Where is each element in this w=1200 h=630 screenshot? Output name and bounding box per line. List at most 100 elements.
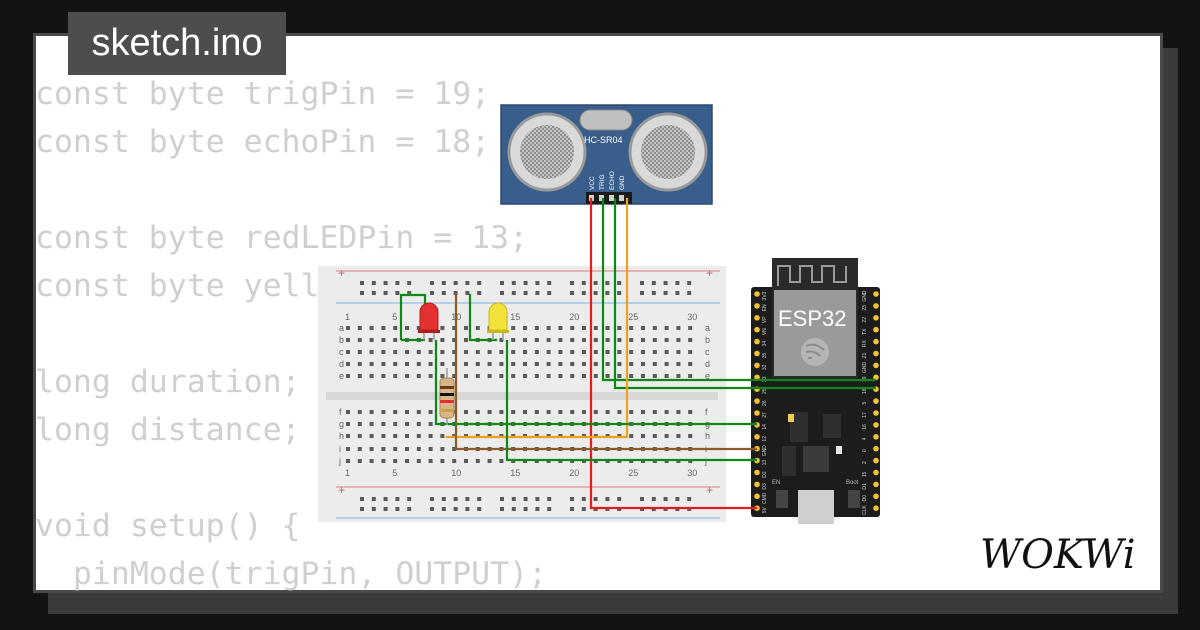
- wire-led-jumper: [468, 294, 497, 342]
- board-pin-label: 5V: [762, 506, 768, 513]
- board-pin[interactable]: [754, 434, 760, 440]
- wire-trig: [601, 198, 876, 382]
- row-letter: h: [339, 431, 344, 441]
- board-pin[interactable]: [873, 338, 879, 345]
- board-pin-label: 32: [762, 364, 768, 370]
- board-pin-label: 15: [862, 472, 868, 478]
- board-pin[interactable]: [754, 303, 760, 309]
- board-pin[interactable]: [754, 481, 760, 488]
- board-pin[interactable]: [873, 350, 879, 357]
- board-pin[interactable]: [754, 469, 760, 476]
- wires: [399, 198, 876, 510]
- board-pin-label: 5: [862, 401, 868, 404]
- board-pin[interactable]: [873, 362, 879, 369]
- board-pin-label: EN: [762, 304, 768, 311]
- board-label: ESP32: [778, 306, 847, 331]
- row-letter: d: [339, 359, 344, 369]
- rail-plus-label: +: [338, 266, 345, 280]
- board-pin-label: 2: [862, 461, 868, 464]
- board-pin-label: 18: [862, 388, 868, 394]
- column-number: 15: [510, 312, 520, 322]
- board-pin-label: TX: [862, 328, 868, 335]
- board-pin[interactable]: [873, 505, 879, 512]
- column-number: 25: [628, 468, 638, 478]
- board-pin-label: 4: [862, 437, 868, 440]
- ultrasonic-sensor[interactable]: HC-SR04 VCC TRIG ECHO GND: [500, 104, 713, 205]
- board-pin[interactable]: [873, 410, 879, 416]
- board-pin-label: 0: [862, 449, 868, 452]
- board-pin[interactable]: [754, 398, 760, 404]
- board-pin-label: VP: [762, 316, 768, 323]
- rail-plus-label: +: [706, 483, 713, 497]
- board-pin[interactable]: [754, 493, 760, 500]
- row-letter: e: [705, 371, 710, 381]
- board-pin[interactable]: [873, 291, 879, 297]
- board-pin[interactable]: [873, 457, 879, 464]
- wire-resistor: [454, 293, 757, 451]
- wire-yellow-led: [505, 340, 757, 462]
- column-number: 5: [392, 468, 397, 478]
- row-letter: f: [339, 407, 342, 417]
- board-pin[interactable]: [754, 326, 760, 333]
- board-pin-label: CLK: [862, 505, 868, 515]
- sensor-pin-label: GND: [619, 175, 626, 190]
- board-pin[interactable]: [754, 291, 760, 297]
- code-line: const byte echoPin = 18;: [35, 124, 491, 160]
- column-number: 5: [392, 312, 397, 322]
- board-pin-label: D0: [862, 495, 868, 502]
- board-pin[interactable]: [873, 374, 879, 381]
- row-letter: a: [339, 323, 344, 333]
- board-pin[interactable]: [754, 315, 760, 321]
- board-pin[interactable]: [873, 434, 879, 440]
- wire-red-led: [434, 340, 757, 426]
- board-pin-label: VN: [762, 328, 768, 335]
- row-letter: d: [705, 359, 710, 369]
- column-number: 30: [687, 312, 697, 322]
- board-pin-label: 17: [862, 412, 868, 418]
- board-pin[interactable]: [873, 326, 879, 333]
- board-pin[interactable]: [754, 338, 760, 345]
- board-pin[interactable]: [754, 362, 760, 369]
- board-pin-label: 34: [762, 341, 768, 347]
- board-pin[interactable]: [873, 481, 879, 488]
- board-pin-label: GND: [762, 445, 768, 457]
- board-pin[interactable]: [873, 398, 879, 404]
- board-pin-label: 14: [762, 424, 768, 430]
- board-pin[interactable]: [873, 469, 879, 476]
- row-letter: h: [705, 431, 710, 441]
- board-pin-label: 27: [762, 412, 768, 418]
- wire-led-jumper: [399, 293, 427, 340]
- row-letter: j: [338, 456, 341, 466]
- esp32-board[interactable]: ESP32 EN Boot 3V3ENVPVN34353233252627141…: [751, 258, 880, 524]
- board-pin[interactable]: [873, 303, 879, 309]
- file-tab[interactable]: sketch.ino: [68, 12, 286, 75]
- board-pin[interactable]: [754, 410, 760, 416]
- en-button-label: EN: [772, 480, 780, 486]
- yellow-led[interactable]: [487, 302, 509, 340]
- board-pin[interactable]: [873, 493, 879, 500]
- board-pin-label: D2: [762, 471, 768, 478]
- boot-button-label: Boot: [846, 480, 859, 486]
- row-letter: i: [339, 444, 341, 454]
- board-pin-label: GND: [862, 361, 868, 373]
- sensor-label: HC-SR04: [584, 135, 623, 145]
- code-editor[interactable]: const byte trigPin = 19;const byte echoP…: [35, 70, 585, 598]
- column-number: 25: [628, 312, 638, 322]
- column-number: 1: [345, 468, 350, 478]
- board-pin[interactable]: [754, 374, 760, 381]
- column-number: 10: [451, 468, 461, 478]
- red-led[interactable]: [418, 302, 440, 340]
- board-pin[interactable]: [873, 315, 879, 321]
- board-pin[interactable]: [754, 350, 760, 357]
- column-number: 30: [687, 468, 697, 478]
- row-letter: e: [339, 371, 344, 381]
- row-letter: a: [705, 323, 710, 333]
- code-line: const byte redLEDPin = 13;: [35, 220, 529, 256]
- board-pin-label: 35: [762, 353, 768, 359]
- board-pin[interactable]: [873, 422, 879, 428]
- board-pin-label: 25: [762, 388, 768, 394]
- resistor[interactable]: [439, 368, 455, 425]
- wire-vcc: [589, 198, 757, 510]
- board-pin[interactable]: [873, 445, 879, 452]
- sensor-pin-label: VCC: [589, 176, 596, 190]
